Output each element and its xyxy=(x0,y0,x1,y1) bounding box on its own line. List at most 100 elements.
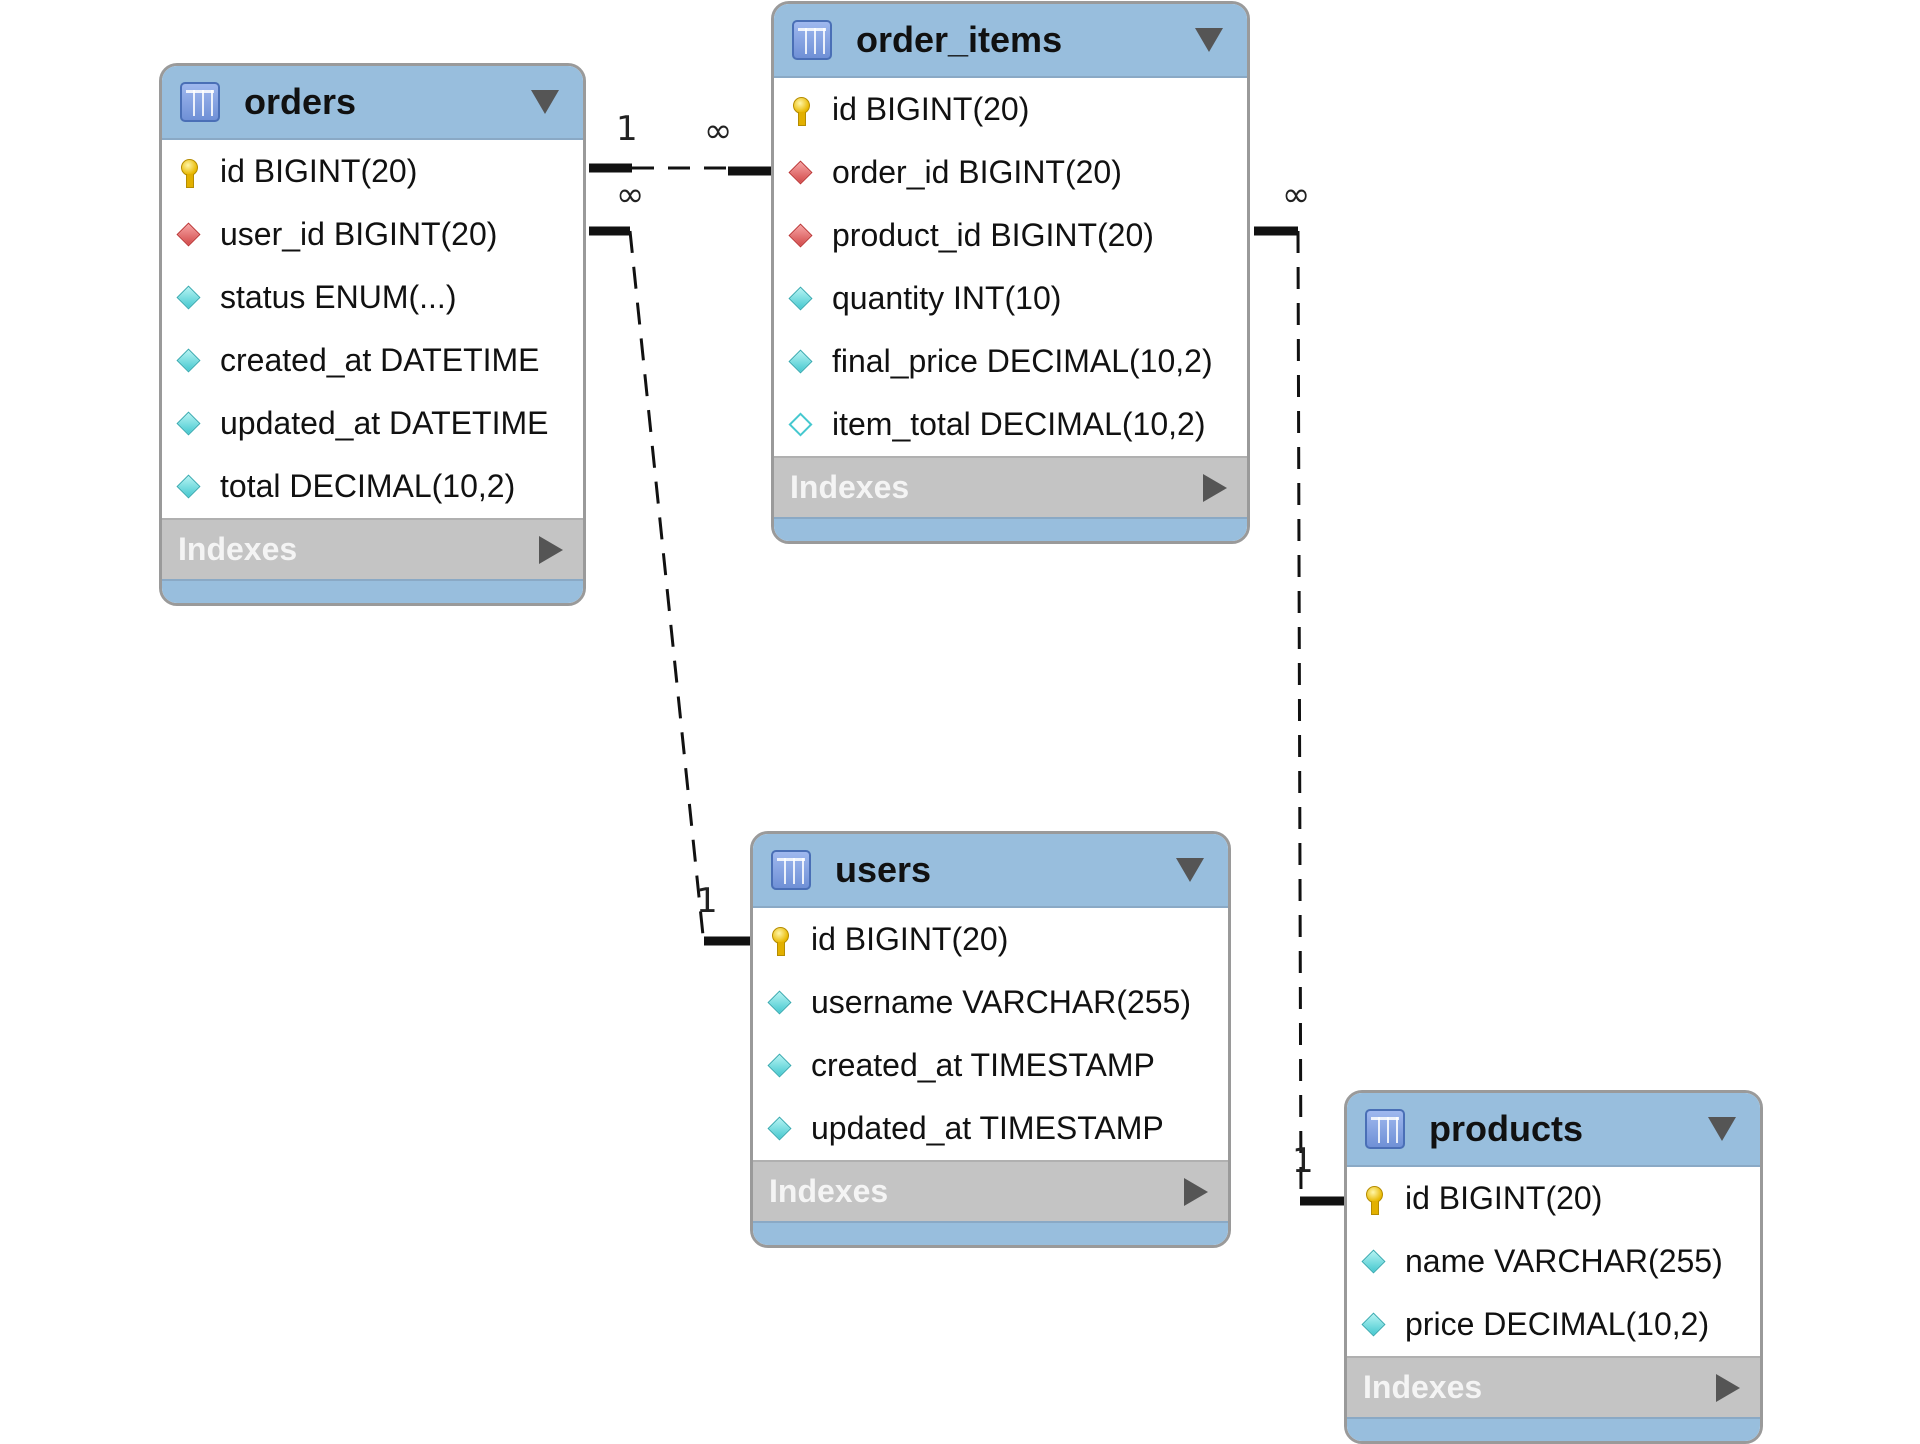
column-row[interactable]: item_total DECIMAL(10,2) xyxy=(774,393,1247,456)
col-icon xyxy=(176,285,202,311)
table-header[interactable]: order_items xyxy=(774,4,1247,78)
fk-icon xyxy=(788,160,814,186)
column-list: id BIGINT(20) user_id BIGINT(20) status EN… xyxy=(162,140,583,518)
table-title: order_items xyxy=(856,19,1063,60)
column-row[interactable]: user_id BIGINT(20) xyxy=(162,203,583,266)
table-icon xyxy=(1365,1109,1405,1149)
column-row[interactable]: status ENUM(...) xyxy=(162,266,583,329)
cardinality-many-order-items-product-id: ∞ xyxy=(1282,175,1311,215)
column-row[interactable]: price DECIMAL(10,2) xyxy=(1347,1293,1760,1356)
expand-arrow-icon[interactable] xyxy=(1716,1373,1740,1402)
column-row[interactable]: id BIGINT(20) xyxy=(753,908,1228,971)
column-name: product_id BIGINT(20) xyxy=(832,217,1154,253)
col-icon xyxy=(1361,1312,1387,1338)
collapse-triangle-icon[interactable] xyxy=(1195,28,1223,52)
table-icon xyxy=(771,850,811,890)
column-row[interactable]: id BIGINT(20) xyxy=(1347,1167,1760,1230)
column-name: quantity INT(10) xyxy=(832,280,1062,316)
cardinality-many-orders-user-id: ∞ xyxy=(616,175,645,215)
cardinality-one-products-id: 1 xyxy=(1292,1141,1314,1181)
column-name: id BIGINT(20) xyxy=(832,91,1030,127)
table-icon xyxy=(180,82,220,122)
cardinality-many-order-items-order-id: ∞ xyxy=(704,111,733,151)
relationship-order-items-orders xyxy=(589,163,774,176)
col-icon xyxy=(1361,1249,1387,1275)
relationship-order-items-products xyxy=(1254,226,1350,1206)
key-icon xyxy=(176,158,202,188)
column-row[interactable]: total DECIMAL(10,2) xyxy=(162,455,583,518)
table-icon xyxy=(792,20,832,60)
column-row[interactable]: final_price DECIMAL(10,2) xyxy=(774,330,1247,393)
column-list: id BIGINT(20) name VARCHAR(255) price DECI… xyxy=(1347,1167,1760,1356)
indexes-section[interactable]: Indexes xyxy=(1347,1356,1760,1417)
column-name: final_price DECIMAL(10,2) xyxy=(832,343,1213,379)
indexes-section[interactable]: Indexes xyxy=(162,518,583,579)
expand-arrow-icon[interactable] xyxy=(1184,1177,1208,1206)
col-icon xyxy=(767,990,793,1016)
column-row[interactable]: order_id BIGINT(20) xyxy=(774,141,1247,204)
table-products[interactable]: products id BIGINT(20) name VARCHAR(255) p… xyxy=(1344,1090,1763,1444)
column-row[interactable]: created_at DATETIME xyxy=(162,329,583,392)
table-orders[interactable]: orders id BIGINT(20) user_id BIGINT(20) st… xyxy=(159,63,586,606)
key-icon xyxy=(1361,1185,1387,1215)
table-users[interactable]: users id BIGINT(20) username VARCHAR(255)… xyxy=(750,831,1231,1248)
column-row[interactable]: product_id BIGINT(20) xyxy=(774,204,1247,267)
indexes-label: Indexes xyxy=(1363,1369,1483,1405)
column-name: id BIGINT(20) xyxy=(811,921,1009,957)
table-footer xyxy=(753,1221,1228,1245)
col-icon xyxy=(788,286,814,312)
column-row[interactable]: updated_at TIMESTAMP xyxy=(753,1097,1228,1160)
column-row[interactable]: username VARCHAR(255) xyxy=(753,971,1228,1034)
column-name: created_at DATETIME xyxy=(220,342,540,378)
column-list: id BIGINT(20) order_id BIGINT(20) product_… xyxy=(774,78,1247,456)
collapse-triangle-icon[interactable] xyxy=(1708,1117,1736,1141)
column-row[interactable]: id BIGINT(20) xyxy=(774,78,1247,141)
table-header[interactable]: orders xyxy=(162,66,583,140)
column-row[interactable]: updated_at DATETIME xyxy=(162,392,583,455)
indexes-section[interactable]: Indexes xyxy=(774,456,1247,517)
column-name: status ENUM(...) xyxy=(220,279,457,315)
table-header[interactable]: users xyxy=(753,834,1228,908)
column-name: total DECIMAL(10,2) xyxy=(220,468,516,504)
col-icon xyxy=(176,348,202,374)
column-name: item_total DECIMAL(10,2) xyxy=(832,406,1206,442)
col-icon xyxy=(767,1116,793,1142)
table-footer xyxy=(162,579,583,603)
cardinality-one-users-id: 1 xyxy=(696,881,718,921)
column-name: price DECIMAL(10,2) xyxy=(1405,1306,1710,1342)
indexes-section[interactable]: Indexes xyxy=(753,1160,1228,1221)
column-name: updated_at TIMESTAMP xyxy=(811,1110,1164,1146)
table-footer xyxy=(774,517,1247,541)
column-name: updated_at DATETIME xyxy=(220,405,549,441)
collapse-triangle-icon[interactable] xyxy=(531,90,559,114)
column-name: username VARCHAR(255) xyxy=(811,984,1191,1020)
cardinality-one-orders-id: 1 xyxy=(616,109,638,149)
column-row[interactable]: quantity INT(10) xyxy=(774,267,1247,330)
relationship-orders-users xyxy=(589,226,752,946)
table-order-items[interactable]: order_items id BIGINT(20) order_id BIGINT… xyxy=(771,1,1250,544)
key-icon xyxy=(788,96,814,126)
col-icon xyxy=(767,1053,793,1079)
indexes-label: Indexes xyxy=(178,531,298,567)
table-title: orders xyxy=(244,81,357,122)
indexes-label: Indexes xyxy=(790,469,910,505)
col-icon xyxy=(788,349,814,375)
collapse-triangle-icon[interactable] xyxy=(1176,858,1204,882)
expand-arrow-icon[interactable] xyxy=(539,535,563,564)
column-list: id BIGINT(20) username VARCHAR(255) create… xyxy=(753,908,1228,1160)
column-name: user_id BIGINT(20) xyxy=(220,216,498,252)
col-icon xyxy=(176,411,202,437)
table-title: products xyxy=(1429,1108,1584,1149)
column-row[interactable]: name VARCHAR(255) xyxy=(1347,1230,1760,1293)
table-header[interactable]: products xyxy=(1347,1093,1760,1167)
indexes-label: Indexes xyxy=(769,1173,889,1209)
expand-arrow-icon[interactable] xyxy=(1203,473,1227,502)
table-title: users xyxy=(835,849,932,890)
column-row[interactable]: created_at TIMESTAMP xyxy=(753,1034,1228,1097)
column-name: created_at TIMESTAMP xyxy=(811,1047,1155,1083)
column-name: name VARCHAR(255) xyxy=(1405,1243,1723,1279)
column-name: id BIGINT(20) xyxy=(220,153,418,189)
column-row[interactable]: id BIGINT(20) xyxy=(162,140,583,203)
column-name: id BIGINT(20) xyxy=(1405,1180,1603,1216)
